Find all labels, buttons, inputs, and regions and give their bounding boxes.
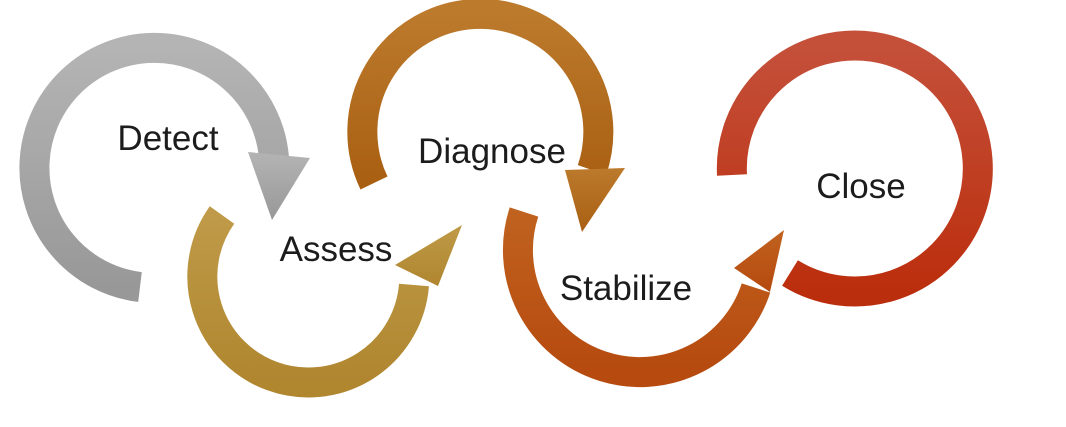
detect-label: Detect — [117, 119, 218, 158]
diagnose-label: Diagnose — [418, 132, 566, 171]
diagnose-arc — [347, 0, 625, 232]
close-label: Close — [816, 167, 905, 206]
stabilize-label: Stabilize — [560, 269, 692, 308]
assess-arc — [187, 206, 462, 398]
close-ring — [716, 30, 993, 307]
assess-label: Assess — [280, 230, 393, 269]
stabilize-arc — [502, 207, 784, 388]
detect-arc — [19, 32, 310, 302]
